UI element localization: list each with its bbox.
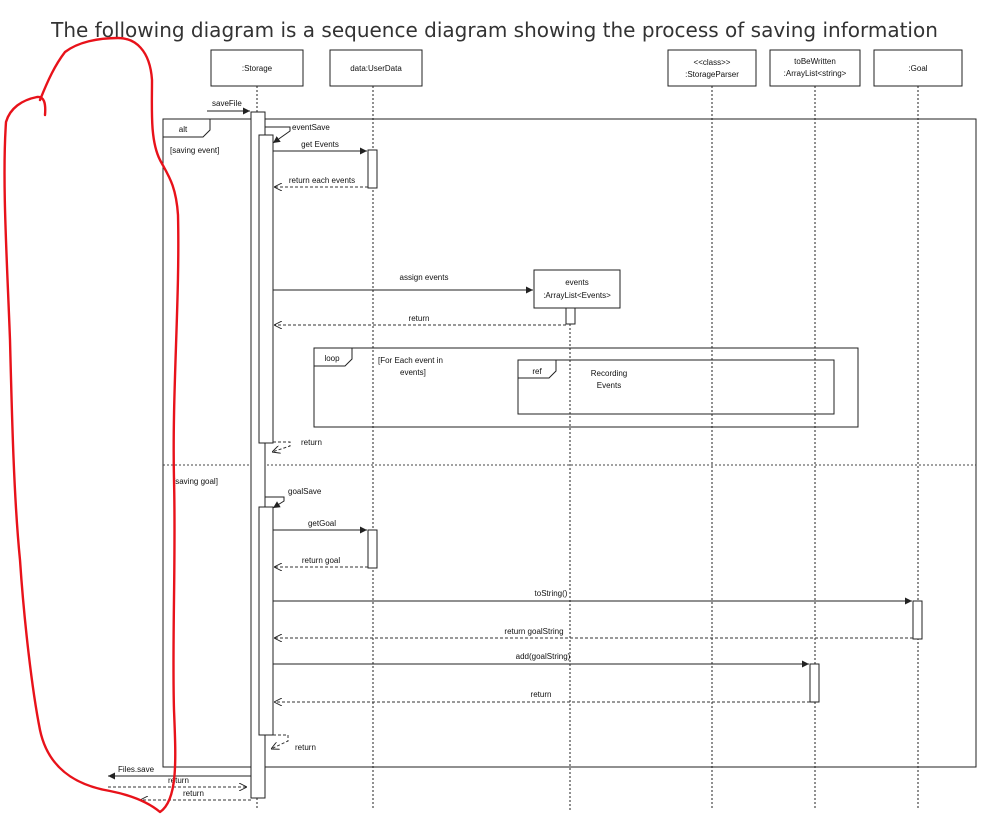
- page-heading: The following diagram is a sequence diag…: [51, 18, 938, 42]
- participant-storageparser-label: :StorageParser: [685, 70, 739, 79]
- msg-savefile-label: saveFile: [212, 99, 242, 108]
- participant-storageparser-stereotype: <<class>>: [694, 58, 731, 67]
- msg-files-save-label: Files.save: [118, 765, 155, 774]
- alt-fragment: alt [saving event] [saving goal]: [162, 118, 977, 768]
- msg-return-goalsave-label: return: [295, 743, 316, 752]
- activation-userdata-getgoal: [367, 529, 378, 569]
- activation-tobewritten-add: [809, 663, 820, 703]
- alt-fragment-label: alt: [179, 125, 188, 134]
- msg-assign-events-label: assign events: [400, 273, 449, 282]
- msg-eventsave-label: eventSave: [292, 123, 330, 132]
- msg-goalsave: [265, 496, 285, 509]
- ref-fragment: ref Recording Events: [517, 359, 835, 415]
- msg-add-goalstring-label: add(goalString): [516, 652, 571, 661]
- participant-tobewritten-type: :ArrayList<string>: [784, 69, 847, 78]
- loop-guard-line1: [For Each event in: [378, 356, 443, 365]
- msg-return-each-events-label: return each events: [289, 176, 355, 185]
- ref-text-line2: Events: [597, 381, 621, 390]
- msg-return-goalsave: [271, 734, 289, 749]
- guard-saving-event: [saving event]: [170, 146, 219, 155]
- participant-events-name: events: [565, 278, 589, 287]
- msg-eventsave: [265, 126, 291, 144]
- guard-saving-goal: [saving goal]: [173, 477, 218, 486]
- loop-guard-line2: events]: [400, 368, 426, 377]
- participant-events-type: :ArrayList<Events>: [543, 291, 611, 300]
- participant-storage-label: :Storage: [242, 64, 273, 73]
- msg-return-events-label: return: [409, 314, 430, 323]
- participant-userdata-label: data:UserData: [350, 64, 402, 73]
- activation-storage-eventsave: [258, 134, 274, 444]
- msg-getevents-label: get Events: [301, 140, 339, 149]
- participant-tobewritten-label: toBeWritten: [794, 57, 836, 66]
- participant-goal: :Goal: [873, 49, 963, 87]
- ref-fragment-label: ref: [532, 367, 542, 376]
- msg-return-savefile-label: return: [183, 789, 204, 798]
- loop-fragment: loop [For Each event in events]: [313, 347, 859, 428]
- msg-return-eventsave: [272, 441, 291, 452]
- msg-goalsave-label: goalSave: [288, 487, 322, 496]
- msg-return-files-save-label: return: [168, 776, 189, 785]
- participant-storage: :Storage: [210, 49, 304, 87]
- msg-return-goalstring-label: return goalString: [504, 627, 563, 636]
- activation-storage-goalsave: [258, 506, 274, 736]
- loop-fragment-label: loop: [324, 354, 340, 363]
- ref-text-line1: Recording: [591, 369, 627, 378]
- red-annotation-scribble: [3, 36, 180, 814]
- participant-events: events :ArrayList<Events>: [533, 269, 621, 309]
- participant-tobewritten: toBeWritten :ArrayList<string>: [769, 49, 861, 87]
- msg-return-add-label: return: [531, 690, 552, 699]
- activation-goal-tostring: [912, 600, 923, 640]
- msg-tostring-label: toString(): [535, 589, 568, 598]
- participant-userdata: data:UserData: [329, 49, 423, 87]
- msg-getgoal-label: getGoal: [308, 519, 336, 528]
- activation-events: [565, 307, 576, 325]
- participant-goal-label: :Goal: [908, 64, 927, 73]
- activation-userdata-getevents: [367, 149, 378, 189]
- participant-storageparser: <<class>> :StorageParser: [667, 49, 757, 87]
- msg-return-eventsave-label: return: [301, 438, 322, 447]
- msg-return-goal-label: return goal: [302, 556, 340, 565]
